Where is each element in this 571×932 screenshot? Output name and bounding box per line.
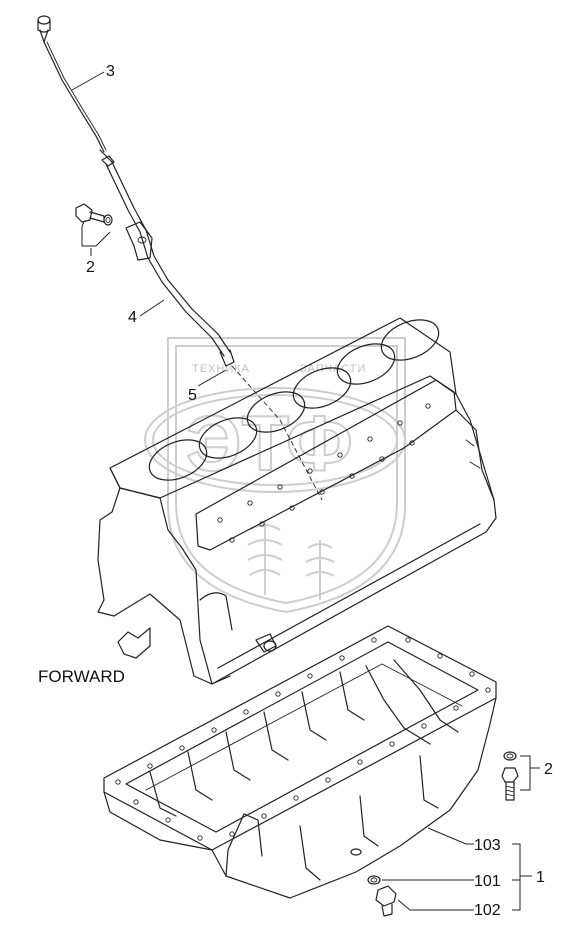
watermark-logo: ТЕХНИКА ЗАПЧАСТИ ЭТФ bbox=[144, 337, 406, 614]
callout-1: 1 bbox=[536, 869, 545, 886]
side-cover-bolts bbox=[217, 403, 431, 543]
callout-4: 4 bbox=[128, 309, 137, 326]
callout-2-right: 2 bbox=[544, 761, 553, 778]
callout-2-top: 2 bbox=[86, 259, 95, 276]
dipstick-tube bbox=[101, 155, 235, 367]
callout-101: 101 bbox=[474, 873, 501, 890]
watermark-logo-text: ЭТФ bbox=[186, 399, 353, 487]
callout-3: 3 bbox=[106, 63, 115, 80]
bolt-top bbox=[75, 203, 113, 226]
alignment-line-tube bbox=[231, 365, 323, 501]
pan-flange-bolts bbox=[115, 637, 491, 841]
callouts: 3 2 4 5 2 103 101 102 1 bbox=[71, 63, 553, 919]
oil-pan bbox=[103, 625, 497, 899]
callout-103: 103 bbox=[474, 837, 501, 854]
callout-5: 5 bbox=[188, 387, 197, 404]
callout-102: 102 bbox=[474, 902, 501, 919]
dipstick bbox=[37, 15, 113, 163]
drain-seal bbox=[367, 875, 381, 885]
forward-arrow bbox=[117, 627, 151, 659]
watermark-left-text: ТЕХНИКА bbox=[192, 363, 250, 375]
forward-label: FORWARD bbox=[38, 667, 125, 686]
drain-plug bbox=[375, 885, 397, 917]
bolt-right bbox=[501, 751, 519, 801]
watermark-right-text: ЗАПЧАСТИ bbox=[300, 363, 366, 375]
engine-block bbox=[97, 317, 497, 685]
